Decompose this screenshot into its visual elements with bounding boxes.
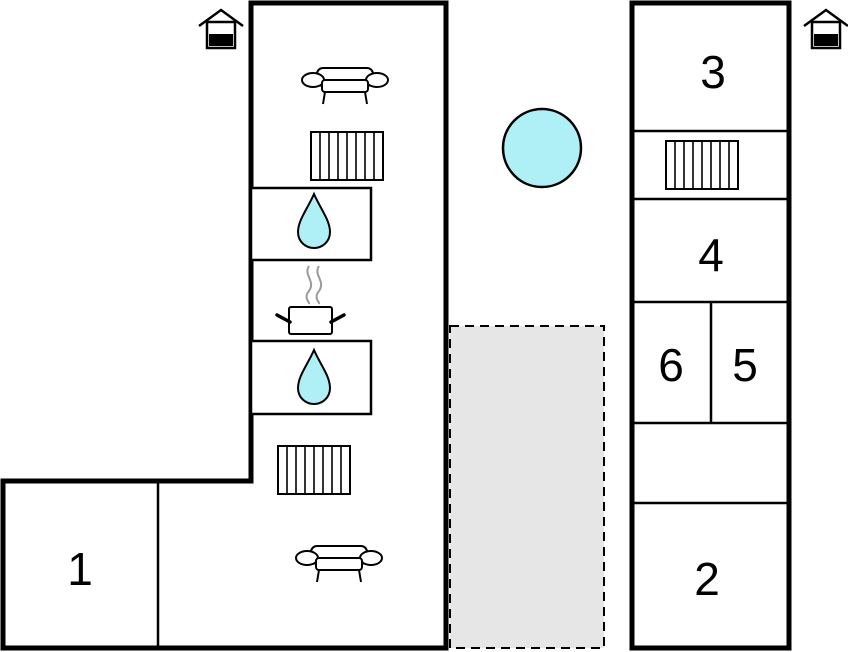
radiator-icon xyxy=(665,140,739,190)
cooking-pot-icon xyxy=(275,265,346,335)
terrace-area xyxy=(449,325,605,649)
room-label-3: 3 xyxy=(700,46,726,98)
entrance-icon xyxy=(197,8,245,50)
entrance-icon xyxy=(802,8,848,50)
radiator-icon xyxy=(310,131,384,181)
pool-circle xyxy=(501,107,583,189)
room-label-6: 6 xyxy=(658,339,684,391)
room-label-4: 4 xyxy=(698,229,724,281)
radiator-icon xyxy=(277,445,351,495)
room-label-1: 1 xyxy=(67,543,93,595)
room-label-2: 2 xyxy=(694,553,720,605)
room-label-5: 5 xyxy=(732,339,758,391)
